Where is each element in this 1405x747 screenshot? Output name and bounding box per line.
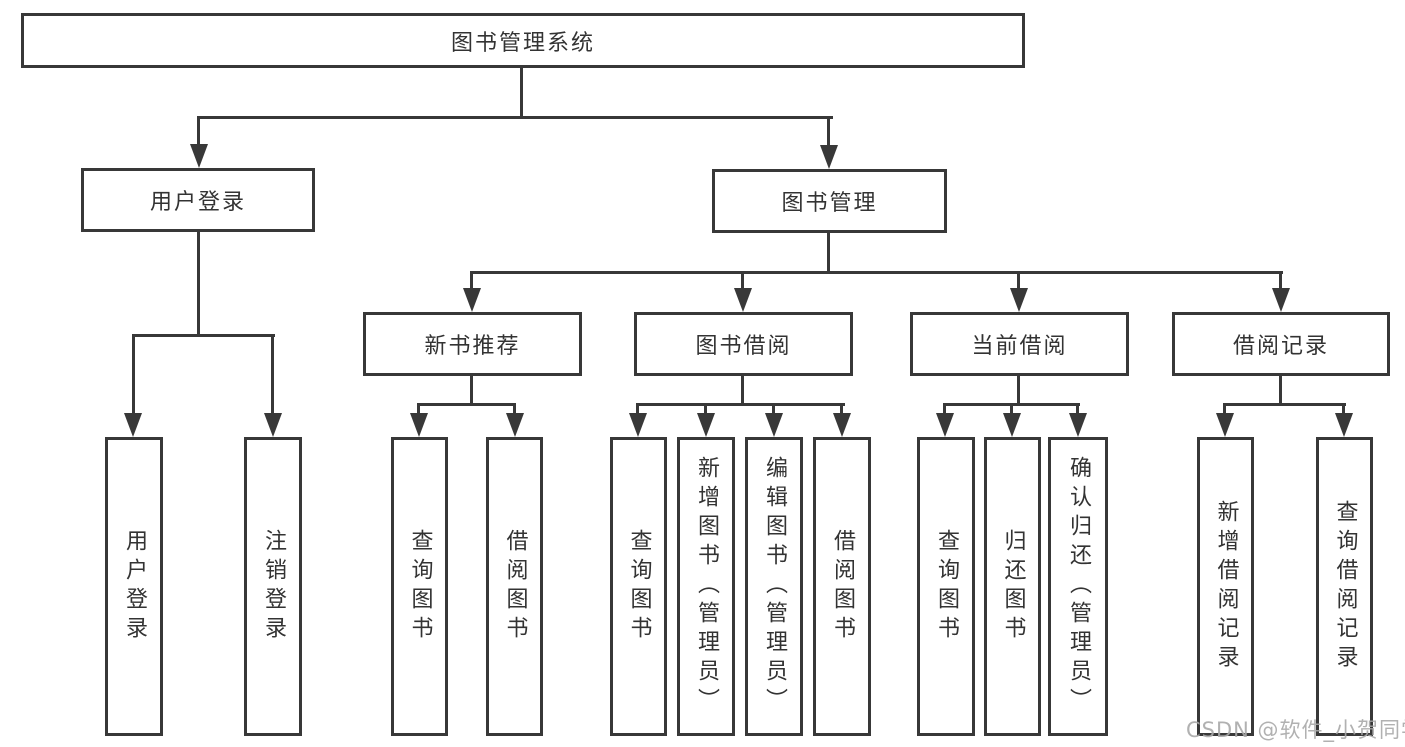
connector-mgmt-drop-3 xyxy=(1017,271,1020,291)
connector-recommend-drop-1 xyxy=(417,403,420,415)
connector-current-drop-1 xyxy=(943,403,946,415)
connector-recommend-drop-2 xyxy=(513,403,516,415)
node-confirm-return-admin: 确认归还（管理员） xyxy=(1048,437,1108,736)
arrowhead-icon xyxy=(124,413,142,437)
arrowhead-icon xyxy=(820,145,838,169)
connector-borrowing-stem xyxy=(741,374,744,405)
node-user-login: 用户登录 xyxy=(81,168,315,232)
connector-mgmt-stem xyxy=(827,233,830,273)
arrowhead-icon xyxy=(629,413,647,437)
node-book-borrowing: 图书借阅 xyxy=(634,312,853,376)
arrowhead-icon xyxy=(190,144,208,168)
node-borrow-books-recommend: 借阅图书 xyxy=(486,437,543,736)
csdn-watermark: CSDN @软件_小贺同学 xyxy=(1186,718,1405,742)
arrowhead-icon xyxy=(463,288,481,312)
arrowhead-icon xyxy=(833,413,851,437)
connector-mgmt-rail xyxy=(470,271,1283,274)
connector-borrowing-rail xyxy=(636,403,845,406)
connector-records-rail xyxy=(1223,403,1346,406)
connector-recommend-stem xyxy=(470,374,473,405)
node-add-borrow-record: 新增借阅记录 xyxy=(1197,437,1254,736)
connector-current-drop-3 xyxy=(1076,403,1079,415)
connector-mgmt-drop-4 xyxy=(1279,271,1282,291)
node-edit-book-admin: 编辑图书（管理员） xyxy=(745,437,803,736)
connector-borrowing-drop-3 xyxy=(772,403,775,415)
arrowhead-icon xyxy=(410,413,428,437)
arrowhead-icon xyxy=(936,413,954,437)
arrowhead-icon xyxy=(1010,288,1028,312)
connector-mgmt-drop-2 xyxy=(741,271,744,291)
arrowhead-icon xyxy=(1003,413,1021,437)
connector-current-drop-2 xyxy=(1010,403,1013,415)
arrowhead-icon xyxy=(697,413,715,437)
connector-login-rail xyxy=(132,334,275,337)
connector-records-drop-2 xyxy=(1342,403,1345,415)
connector-records-drop-1 xyxy=(1223,403,1226,415)
arrowhead-icon xyxy=(264,413,282,437)
node-query-borrow-record: 查询借阅记录 xyxy=(1316,437,1373,736)
node-logout-leaf: 注销登录 xyxy=(244,437,302,736)
node-add-book-admin: 新增图书（管理员） xyxy=(677,437,735,736)
connector-records-stem xyxy=(1279,374,1282,405)
connector-login-stem xyxy=(197,232,200,337)
node-query-books-borrowing: 查询图书 xyxy=(610,437,667,736)
connector-root-rail xyxy=(197,116,833,119)
node-borrowing-records: 借阅记录 xyxy=(1172,312,1390,376)
node-return-books: 归还图书 xyxy=(984,437,1041,736)
arrowhead-icon xyxy=(1335,413,1353,437)
arrowhead-icon xyxy=(1272,288,1290,312)
node-login-leaf: 用户登录 xyxy=(105,437,163,736)
node-borrow-books: 借阅图书 xyxy=(813,437,871,736)
node-book-management: 图书管理 xyxy=(712,169,947,233)
connector-root-stem xyxy=(520,67,523,118)
connector-borrowing-drop-2 xyxy=(704,403,707,415)
arrowhead-icon xyxy=(734,288,752,312)
node-current-borrowing: 当前借阅 xyxy=(910,312,1129,376)
connector-root-drop-left xyxy=(197,116,200,148)
connector-login-drop-1 xyxy=(132,334,135,416)
node-new-book-recommend: 新书推荐 xyxy=(363,312,582,376)
connector-login-drop-2 xyxy=(271,334,274,416)
connector-root-drop-right xyxy=(827,116,830,149)
node-query-books-recommend: 查询图书 xyxy=(391,437,448,736)
node-library-system: 图书管理系统 xyxy=(21,13,1025,68)
arrowhead-icon xyxy=(506,413,524,437)
connector-current-stem xyxy=(1017,374,1020,405)
arrowhead-icon xyxy=(1216,413,1234,437)
connector-borrowing-drop-4 xyxy=(840,403,843,415)
node-query-books-current: 查询图书 xyxy=(917,437,975,736)
connector-borrowing-drop-1 xyxy=(636,403,639,415)
connector-recommend-rail xyxy=(417,403,516,406)
connector-mgmt-drop-1 xyxy=(470,271,473,291)
arrowhead-icon xyxy=(1069,413,1087,437)
arrowhead-icon xyxy=(765,413,783,437)
